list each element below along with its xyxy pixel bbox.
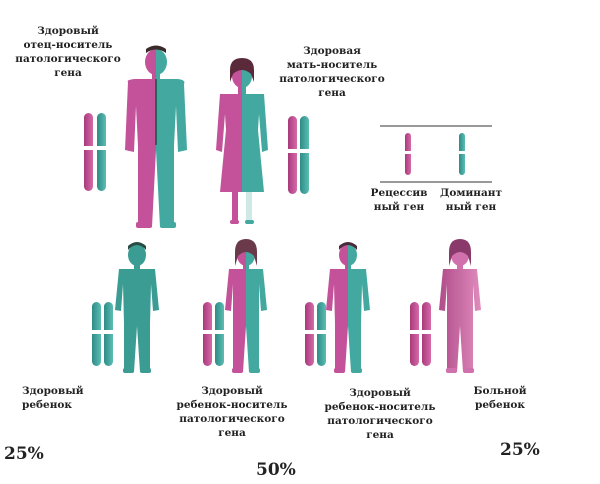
child4-chromosomes xyxy=(410,302,431,366)
mother-label: Здоровая мать-носитель патологического г… xyxy=(279,45,385,99)
legend-dominant-chromosome xyxy=(459,133,465,175)
child3-chromosomes xyxy=(305,302,326,366)
percent-carriers: 50% xyxy=(256,460,296,480)
father-figure xyxy=(125,45,187,228)
percent-healthy: 25% xyxy=(4,444,44,464)
child2-chromosomes xyxy=(203,302,224,366)
percent-affected: 25% xyxy=(500,440,540,460)
child4-label: Больной ребенок xyxy=(473,385,527,411)
child1-figure xyxy=(115,242,159,373)
legend-recessive-label: Рецессив ный ген xyxy=(370,187,428,213)
mother-figure xyxy=(216,58,268,224)
father-label: Здоровый отец-носитель патологического г… xyxy=(15,25,121,79)
child2-figure xyxy=(225,239,267,373)
father-chromosomes xyxy=(84,113,106,191)
child2-label: Здоровый ребенок-носитель патологическог… xyxy=(176,385,288,439)
child4-figure xyxy=(439,239,481,373)
child1-label: Здоровый ребенок xyxy=(22,385,84,411)
mother-chromosomes xyxy=(288,116,309,194)
legend-dominant-label: Доминант ный ген xyxy=(440,187,502,213)
child3-label: Здоровый ребенок-носитель патологическог… xyxy=(324,387,436,441)
child1-chromosomes xyxy=(92,302,113,366)
legend-recessive-chromosome xyxy=(405,133,411,175)
child3-figure xyxy=(326,242,370,373)
